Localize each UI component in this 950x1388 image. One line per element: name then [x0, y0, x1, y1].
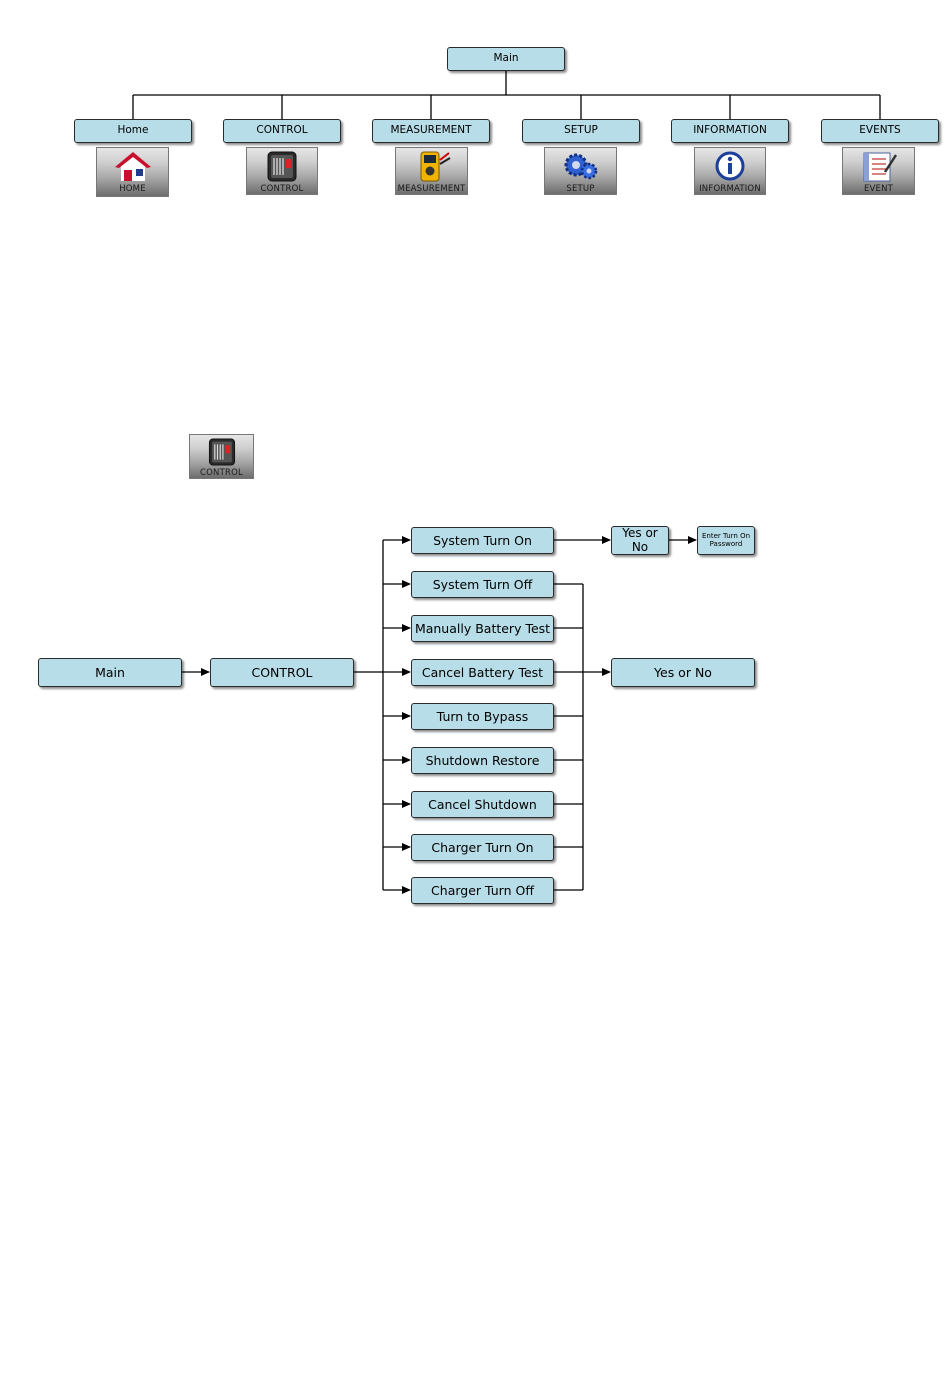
control-tile: CONTROL — [246, 147, 318, 195]
menu-item-home: Home — [74, 119, 192, 143]
home-tile: HOME — [96, 147, 169, 197]
option-system-turn-off: System Turn Off — [411, 571, 554, 598]
event-log-icon — [863, 152, 897, 182]
flow-main: Main — [38, 658, 182, 687]
home-icon — [114, 152, 151, 181]
menu-root-main: Main — [447, 47, 565, 71]
menu-item-measurement: MEASUREMENT — [372, 119, 490, 143]
home-tile-caption: HOME — [119, 184, 146, 194]
events-tile: EVENT — [842, 147, 915, 195]
option-system-turn-on: System Turn On — [411, 527, 554, 554]
setup-tile-caption: SETUP — [566, 184, 595, 194]
control-section-icon — [208, 438, 235, 466]
control-flow-connectors — [182, 536, 697, 894]
menu-item-information: INFORMATION — [671, 119, 789, 143]
turn-on-password: Enter Turn On Password — [697, 526, 755, 555]
measurement-tile: MEASUREMENT — [395, 147, 468, 195]
menu-item-control: CONTROL — [223, 119, 341, 143]
option-turn-to-bypass: Turn to Bypass — [411, 703, 554, 730]
control-icon — [267, 151, 297, 182]
option-manually-battery-test: Manually Battery Test — [411, 615, 554, 642]
control-section-caption: CONTROL — [200, 468, 243, 478]
option-charger-turn-on: Charger Turn On — [411, 834, 554, 861]
gears-icon — [564, 153, 597, 180]
menu-tree-connectors — [132, 71, 881, 119]
option-cancel-shutdown: Cancel Shutdown — [411, 791, 554, 818]
confirm-yes-or-no: Yes or No — [611, 658, 755, 687]
turn-on-yes-or-no: Yes or No — [611, 526, 669, 555]
option-charger-turn-off: Charger Turn Off — [411, 877, 554, 904]
measurement-tile-caption: MEASUREMENT — [397, 184, 466, 194]
option-shutdown-restore: Shutdown Restore — [411, 747, 554, 774]
multimeter-icon — [420, 151, 451, 182]
menu-item-setup: SETUP — [522, 119, 640, 143]
control-tile-caption: CONTROL — [260, 184, 304, 194]
events-tile-caption: EVENT — [863, 184, 894, 194]
option-cancel-battery-test: Cancel Battery Test — [411, 659, 554, 686]
flow-control: CONTROL — [210, 658, 354, 687]
control-section-tile: CONTROL — [189, 434, 254, 479]
menu-item-events: EVENTS — [821, 119, 939, 143]
setup-tile: SETUP — [544, 147, 617, 195]
information-tile-caption: INFORMATION — [699, 184, 761, 194]
information-tile: INFORMATION — [694, 147, 766, 195]
info-icon — [715, 151, 745, 181]
